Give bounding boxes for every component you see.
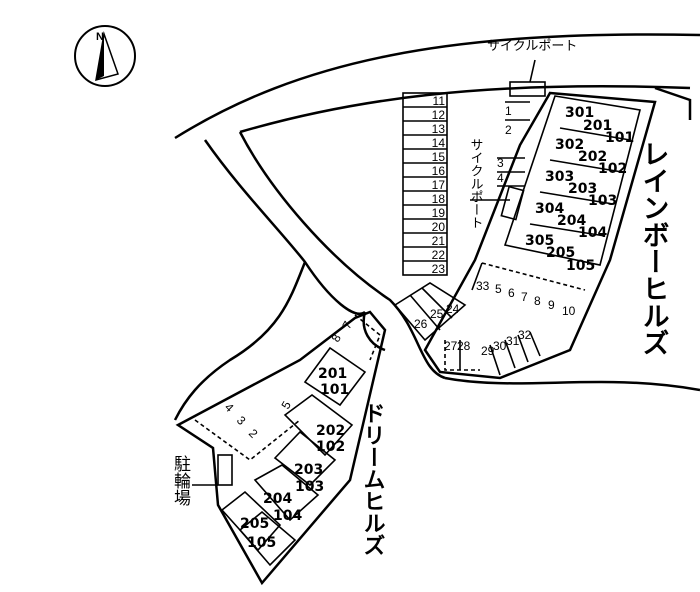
rainbow-unit-label: 202 xyxy=(578,149,607,165)
parking-space-label: 18 xyxy=(432,192,446,206)
dream-hills-site xyxy=(175,310,387,586)
rainbow-unit-label: 305 xyxy=(525,233,554,249)
dream-unit-label: 104 xyxy=(273,508,302,524)
compass-north-label: N xyxy=(96,31,104,43)
parking-space-label: 33 xyxy=(476,279,490,293)
parking-space-label: 2 xyxy=(246,426,261,441)
dream-unit-label: 205 xyxy=(240,516,269,532)
rainbow-unit-label: 302 xyxy=(555,137,584,153)
parking-space-label: 30 xyxy=(493,339,507,353)
rainbow-unit-label: 203 xyxy=(568,181,597,197)
parking-space-label: 7 xyxy=(521,290,528,304)
cycle-port-label-side: サイクルポート xyxy=(468,138,483,229)
bike-slot-label: 4 xyxy=(497,171,504,185)
dream-unit-label: 204 xyxy=(263,491,292,507)
parking-space-label: 13 xyxy=(432,122,446,136)
rainbow-unit-label: 105 xyxy=(566,258,595,274)
parking-space-label: 5 xyxy=(495,282,502,296)
rainbow-unit-label: 102 xyxy=(598,161,627,177)
dream-unit-label: 102 xyxy=(316,439,345,455)
parking-space-label: 22 xyxy=(432,248,446,262)
compass-icon: N xyxy=(74,25,136,87)
bike-slot-label: 2 xyxy=(505,123,512,137)
parking-space-label: 10 xyxy=(562,304,576,318)
bike-slot-label: 3 xyxy=(497,156,504,170)
parking-space-label: 3 xyxy=(234,413,249,428)
dream-unit-label: 105 xyxy=(247,535,276,551)
parking-space-label: 27 xyxy=(444,339,458,353)
parking-space-label: 32 xyxy=(518,328,532,342)
parking-space-label: 28 xyxy=(457,339,471,353)
parking-space-label: 23 xyxy=(432,262,446,276)
rainbow-unit-label: 205 xyxy=(546,245,575,261)
dream-unit-label: 203 xyxy=(294,462,323,478)
parking-space-label: 25 xyxy=(430,307,444,321)
parking-space-label: 15 xyxy=(432,150,446,164)
rainbow-unit-label: 103 xyxy=(588,193,617,209)
rainbow-hills-name: レインボーヒルズ xyxy=(638,140,669,356)
rainbow-unit-label: 204 xyxy=(557,213,586,229)
parking-space-label: 26 xyxy=(414,317,428,331)
parking-space-label: 8 xyxy=(534,294,541,308)
rainbow-unit-label: 101 xyxy=(605,130,634,146)
parking-space-label: 4 xyxy=(222,400,237,415)
dream-unit-label: 101 xyxy=(320,382,349,398)
rainbow-unit-label: 304 xyxy=(535,201,564,217)
parking-space-label: 24 xyxy=(446,302,460,316)
bike-slot-label: 1 xyxy=(505,104,512,118)
parking-space-label: 17 xyxy=(432,178,446,192)
parking-space-label: 19 xyxy=(432,206,446,220)
dream-hills-name: ドリームヒルズ xyxy=(360,402,385,556)
rainbow-unit-label: 301 xyxy=(565,105,594,121)
parking-space-label: 9 xyxy=(548,298,555,312)
parking-space-label: 29 xyxy=(481,344,495,358)
bicycle-parking-label: 駐輪場 xyxy=(170,455,191,507)
dream-unit-label: 201 xyxy=(318,366,347,382)
parking-space-label: 20 xyxy=(432,220,446,234)
parking-space-label: 12 xyxy=(432,108,446,122)
parking-space-label: 6 xyxy=(508,286,515,300)
roads xyxy=(173,33,700,421)
rainbow-unit-label: 303 xyxy=(545,169,574,185)
rainbow-unit-label: 201 xyxy=(583,118,612,134)
cycle-port-label-top: サイクルポート xyxy=(487,39,577,54)
dream-unit-label: 103 xyxy=(295,479,324,495)
dream-unit-label: 202 xyxy=(316,423,345,439)
parking-space-label: 21 xyxy=(432,234,446,248)
parking-space-label: 11 xyxy=(433,94,446,108)
parking-space-label: 16 xyxy=(432,164,446,178)
parking-space-label: 14 xyxy=(432,136,446,150)
parking-space-label: 31 xyxy=(506,334,520,348)
rainbow-unit-label: 104 xyxy=(578,225,607,241)
